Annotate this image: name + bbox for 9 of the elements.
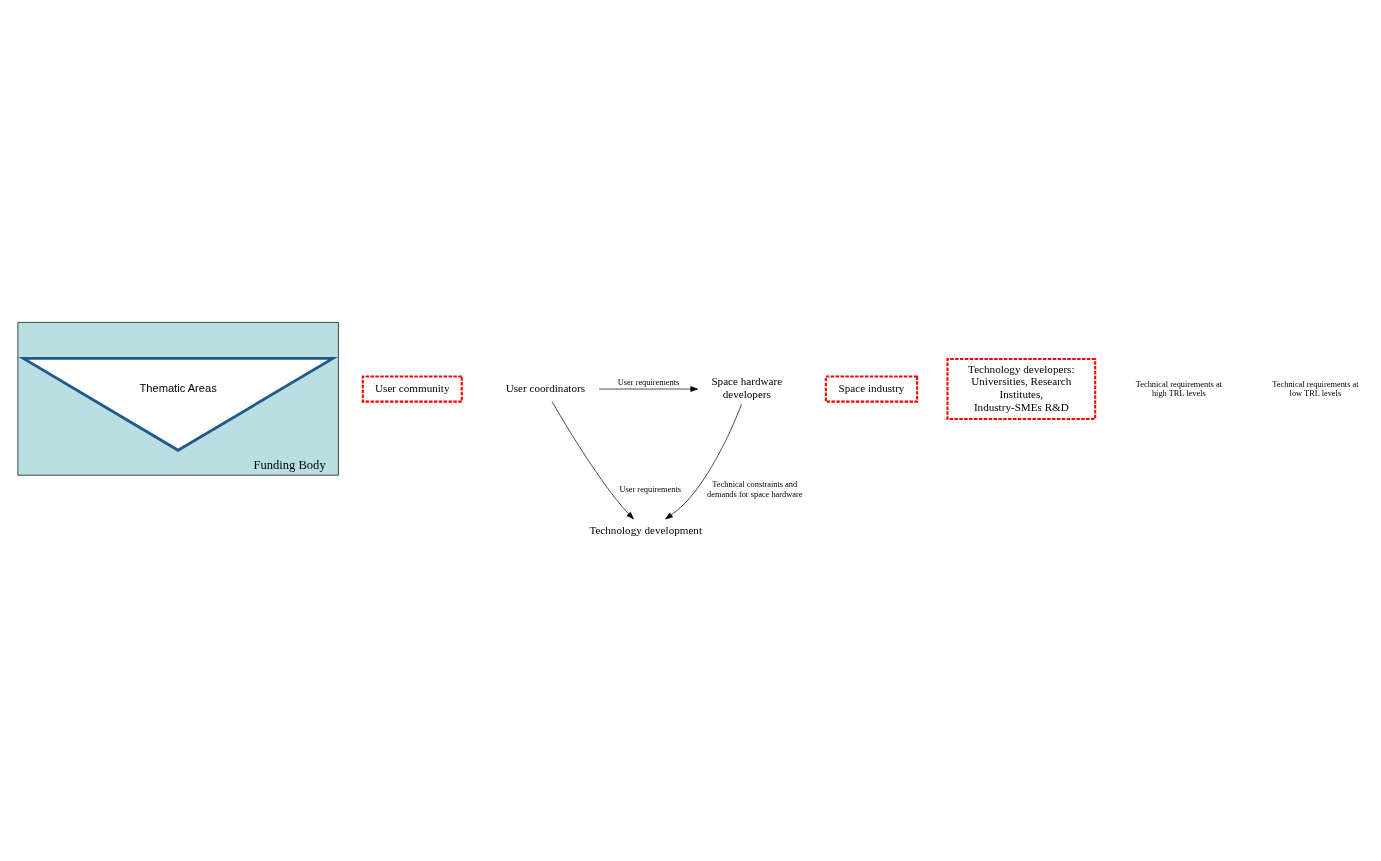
arrow bbox=[551, 401, 634, 520]
node-text: Technology development bbox=[589, 524, 703, 537]
node-text: User coordinators bbox=[505, 381, 586, 394]
arrow bbox=[598, 386, 699, 392]
node-box: User community bbox=[361, 375, 463, 403]
arrow bbox=[665, 404, 742, 520]
node-box: Space industry bbox=[824, 375, 919, 403]
node-text: Space hardware developers bbox=[711, 375, 783, 400]
node-box: Technology developers: Universities, Research Institutes, Industry-SMEs R&D bbox=[946, 358, 1097, 421]
